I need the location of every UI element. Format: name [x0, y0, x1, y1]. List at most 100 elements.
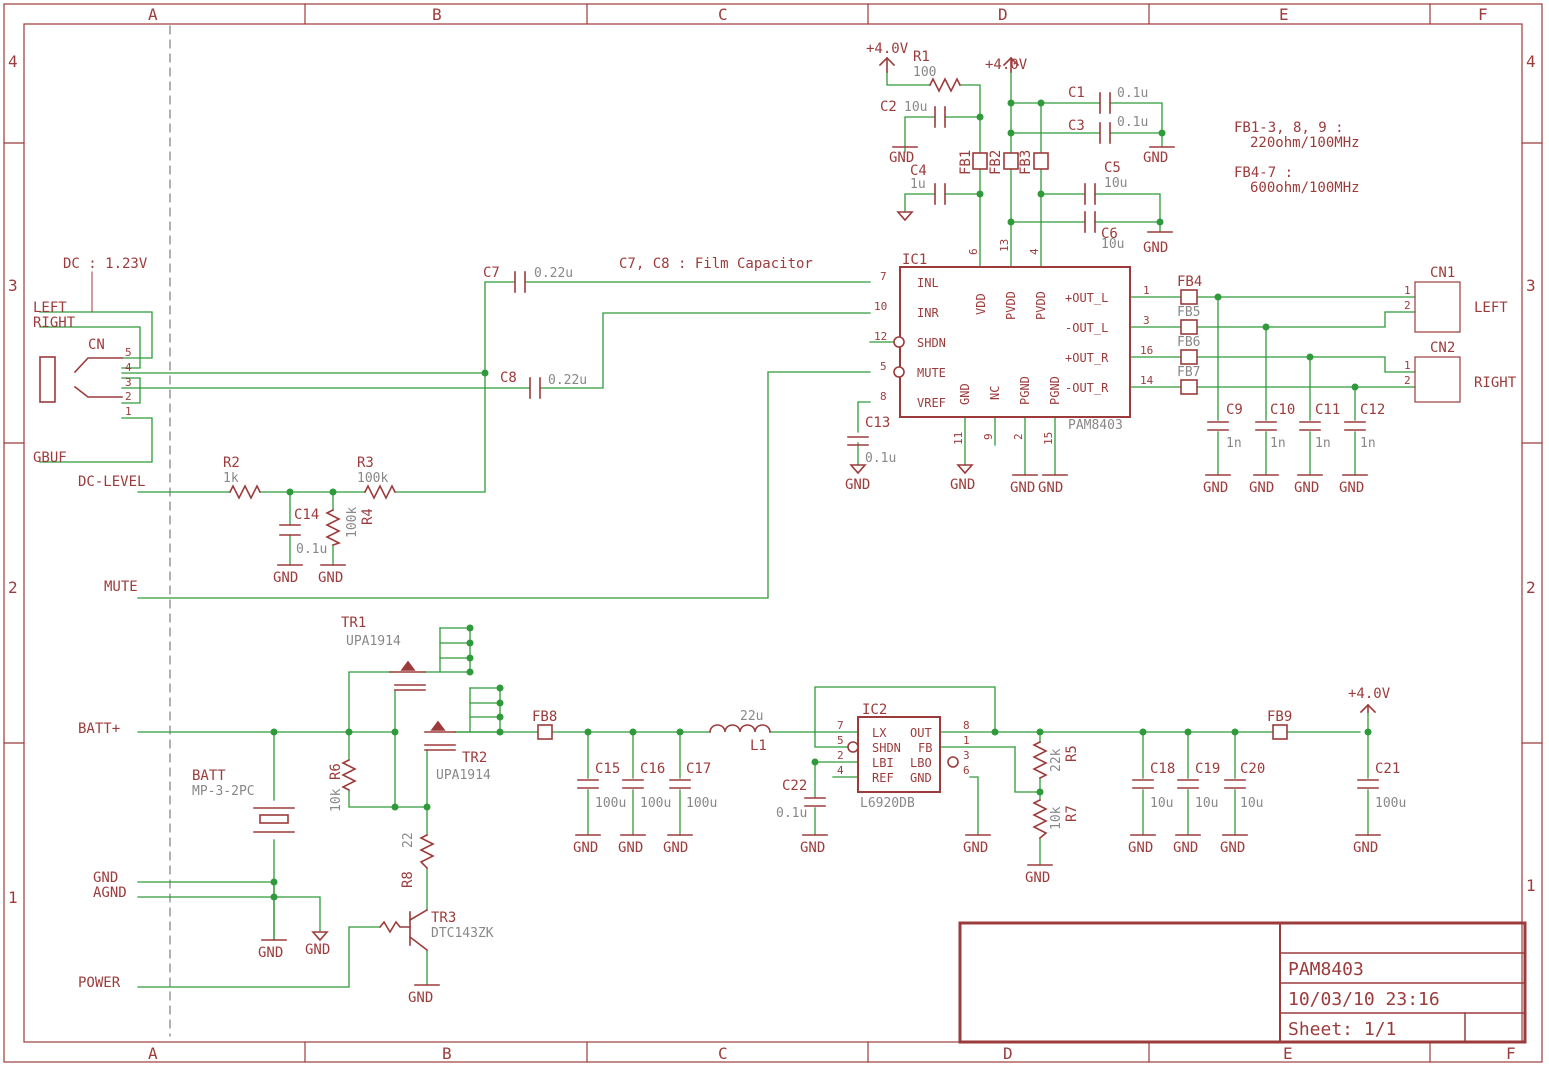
label-components-l1v: 22u: [740, 709, 763, 724]
label-nets-gnd: GND: [1143, 240, 1168, 256]
label-components-r1: R1: [913, 49, 930, 65]
label-components-c13v: 0.1u: [865, 451, 896, 466]
label-components-r5: R5: [1064, 745, 1080, 762]
frame-labels: A B C D E F A B C D E F 4 3 2 1 4 3 2 1: [8, 5, 1536, 1063]
label-ic2-pins_left_num-2: 2: [837, 749, 844, 762]
label-components-c100u: 100u: [686, 796, 717, 811]
label-nets-gnd: GND: [1220, 840, 1245, 856]
label-conn_pins-1: 2: [1404, 374, 1411, 387]
label-components-c2v: 10u: [904, 100, 927, 115]
label-ic2-pins_left-0: LX: [872, 726, 887, 740]
label-components-c22: C22: [782, 778, 807, 794]
label-components-c16: C16: [640, 761, 665, 777]
row-label-left: 3: [8, 276, 18, 295]
label-components-r7: R7: [1064, 805, 1080, 822]
label-cn_pins-0: 5: [125, 346, 132, 359]
col-label-top: F: [1478, 5, 1488, 24]
title-block: [958, 921, 1527, 1044]
label-nets-gnd: GND: [1353, 840, 1378, 856]
label-components-tr2: TR2: [462, 750, 487, 766]
label-ic2-pins_left_num-3: 4: [837, 764, 844, 777]
label-nets-gnd: GND: [1173, 840, 1198, 856]
label-components-c6: C6: [1101, 226, 1118, 242]
label-components-r2: R2: [223, 455, 240, 471]
label-components-c14: C14: [294, 507, 319, 523]
col-label-bottom: C: [718, 1044, 728, 1063]
label-components-c1n: 1n: [1360, 436, 1376, 451]
label-components-c7v: 0.22u: [534, 266, 573, 281]
label-nets-gnd: GND: [1143, 150, 1168, 166]
label-nets-out_left: LEFT: [1474, 300, 1508, 316]
label-nets-gnd: GND: [950, 477, 975, 493]
label-components-c21: C21: [1375, 761, 1400, 777]
label-components-c10u: 10u: [1195, 796, 1218, 811]
net-power: POWER: [78, 975, 121, 991]
label-components-c1n: 1n: [1315, 436, 1331, 451]
label-components-battv: MP-3-2PC: [192, 784, 255, 799]
label-components-c4v: 1u: [910, 177, 926, 192]
label-ic1-pins_left-0: INL: [917, 276, 939, 290]
label-nets-gnd: GND: [305, 942, 330, 958]
label-components-tr2v: UPA1914: [436, 768, 491, 783]
col-label-top: A: [148, 5, 158, 24]
label-nets-gnd: GND: [800, 840, 825, 856]
label-ic2-pins_left-3: REF: [872, 771, 894, 785]
label-notes-fb_note1b: 220ohm/100MHz: [1250, 135, 1360, 151]
label-components-c9: C9: [1226, 402, 1243, 418]
label-components-r3: R3: [357, 455, 374, 471]
label-ic1-pins_right_num-2: 16: [1140, 344, 1153, 357]
row-label-right: 3: [1526, 276, 1536, 295]
label-nets-gnd: GND: [889, 150, 914, 166]
label-ic1-pins_right-2: +OUT_R: [1065, 351, 1109, 365]
label-conn_pins-1: 2: [1404, 299, 1411, 312]
label-ic1-pins_bottom_num-2: 2: [1012, 433, 1025, 440]
label-components-c100u: 100u: [595, 796, 626, 811]
label-ic1-pins_bottom-0: GND: [958, 383, 972, 405]
label-components-r5v: 22k: [1049, 748, 1064, 772]
drawing-frame: [3, 3, 1543, 1063]
label-components-c13: C13: [865, 415, 890, 431]
ic2-name: IC2: [862, 702, 887, 718]
label-ic1-pins_left-4: VREF: [917, 396, 946, 410]
net-gnd: GND: [93, 870, 118, 886]
row-label-left: 2: [8, 578, 18, 597]
label-components-fb8: FB8: [532, 709, 557, 725]
symbols: [39, 56, 1461, 986]
label-nets-gnd: GND: [1249, 480, 1274, 496]
label-components-c15: C15: [595, 761, 620, 777]
label-components-fb7: FB7: [1177, 365, 1200, 380]
film-cap-note: C7, C8 : Film Capacitor: [619, 256, 813, 272]
label-ic1-pins_left_num-2: 12: [874, 330, 887, 343]
label-ic1-pins_right_num-0: 1: [1143, 284, 1150, 297]
label-components-c5v: 10u: [1104, 176, 1127, 191]
label-components-r6: R6: [328, 763, 344, 780]
label-components-r8v: 22: [401, 832, 416, 848]
label-components-c2: C2: [880, 99, 897, 115]
label-ic1-pins_top-2: PVDD: [1034, 291, 1048, 320]
label-cn_pins-3: 2: [125, 390, 132, 403]
label-components-c8: C8: [500, 370, 517, 386]
label-nets-gnd: GND: [845, 477, 870, 493]
label-nets-gnd: GND: [1294, 480, 1319, 496]
label-components-tr3: TR3: [431, 910, 456, 926]
label-components-r4v: 100k: [345, 507, 360, 538]
label-notes-fb_note2b: 600ohm/100MHz: [1250, 180, 1360, 196]
label-ic1-pins_top-1: PVDD: [1004, 291, 1018, 320]
label-components-fb3: FB3: [1018, 150, 1034, 175]
label-ic2-pins_right-3: GND: [910, 771, 932, 785]
label-components-c20: C20: [1240, 761, 1265, 777]
label-ic1-pins_left_num-3: 5: [880, 360, 887, 373]
label-nets-gnd: GND: [963, 840, 988, 856]
col-label-bottom: D: [1003, 1044, 1013, 1063]
label-cn_pins-2: 3: [125, 376, 132, 389]
label-components-fb6: FB6: [1177, 335, 1200, 350]
label-ic2-pins_left-2: LBI: [872, 756, 894, 770]
label-components-c1n: 1n: [1226, 436, 1242, 451]
label-components-c100u: 100u: [640, 796, 671, 811]
label-nets-cn1: CN1: [1430, 265, 1455, 281]
label-nets-gnd: GND: [663, 840, 688, 856]
label-conn_pins-0: 1: [1404, 359, 1411, 372]
label-components-c21v: 100u: [1375, 796, 1406, 811]
label-ic1-pins_left-1: INR: [917, 306, 939, 320]
ic1-part: PAM8403: [1068, 418, 1123, 433]
